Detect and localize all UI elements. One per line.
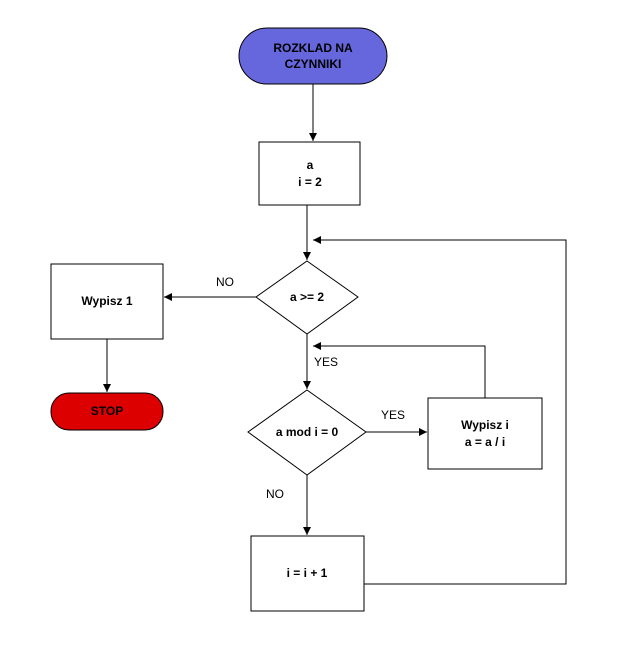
arrow-increment-loop-back — [313, 236, 567, 585]
condition-mod-label: a mod i = 0 — [276, 425, 339, 439]
print-i-process: Wypisz i a = a / i — [427, 397, 543, 470]
start-terminator: ROZKLAD NA CZYNNIKI — [238, 27, 388, 85]
increment-box — [250, 535, 365, 612]
init-box — [258, 141, 361, 206]
init-process: a i = 2 — [258, 141, 361, 206]
print-i-label-line1: Wypisz i — [461, 418, 509, 432]
print-one-box — [50, 263, 164, 340]
init-label-line2: i = 2 — [298, 175, 322, 189]
start-label-line1: ROZKLAD NA — [273, 41, 353, 55]
start-shape — [238, 27, 388, 85]
print-i-box — [427, 397, 543, 470]
start-label-line2: CZYNNIKI — [285, 57, 342, 71]
stop-label: STOP — [91, 404, 123, 418]
edge-label-condition-a-yes: YES — [314, 355, 338, 369]
stop-terminator: STOP — [50, 392, 164, 431]
increment-process: i = i + 1 — [250, 535, 365, 612]
stop-shape — [50, 392, 164, 431]
print-one-process: Wypisz 1 — [50, 263, 164, 340]
edge-label-condition-mod-yes: YES — [381, 408, 405, 422]
condition-a-label: a >= 2 — [290, 290, 324, 304]
print-one-label: Wypisz 1 — [81, 294, 132, 308]
increment-label: i = i + 1 — [287, 566, 328, 580]
init-label-line1: a — [307, 158, 314, 172]
edge-label-condition-mod-no: NO — [266, 487, 284, 501]
print-i-label-line2: a = a / i — [465, 435, 505, 449]
arrow-print-i-loop-back — [313, 342, 486, 398]
condition-a-decision: a >= 2 — [255, 260, 359, 335]
condition-mod-decision: a mod i = 0 — [247, 389, 367, 476]
edge-label-condition-a-no: NO — [216, 275, 234, 289]
